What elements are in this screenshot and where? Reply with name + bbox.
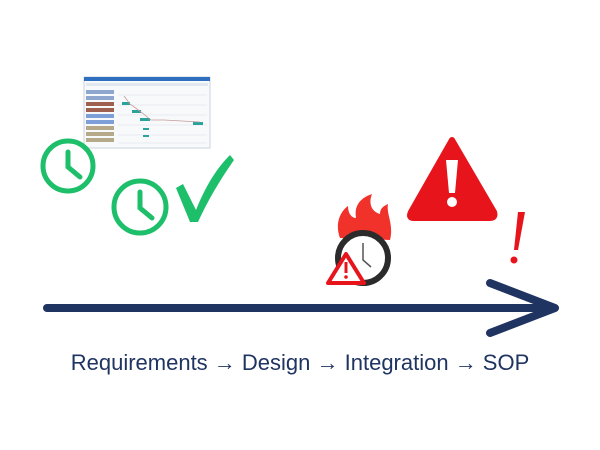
schedule-screenshot [83, 76, 211, 149]
checkmark-icon [176, 155, 234, 222]
clock-icon [40, 138, 96, 194]
small-warning-icon [326, 252, 366, 285]
phase-caption: Requirements → Design → Integration → SO… [70, 350, 530, 375]
warning-icon [407, 137, 498, 221]
clock-icon [111, 178, 169, 236]
exclamation-icon [510, 212, 525, 264]
timeline-arrow [43, 279, 559, 337]
